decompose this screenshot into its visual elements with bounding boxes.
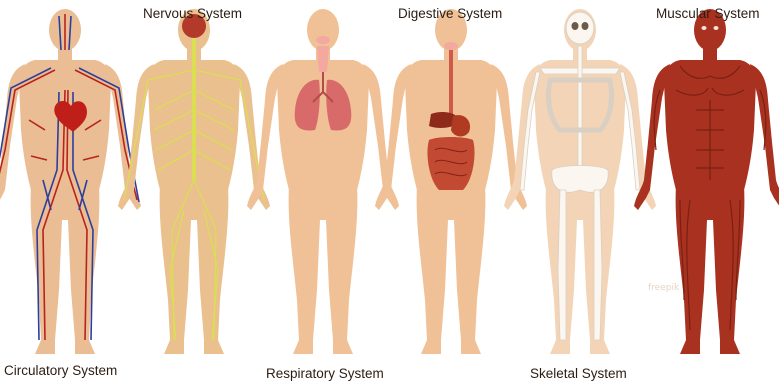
esophagus-icon [449, 50, 453, 114]
circulatory-figure [0, 9, 141, 354]
label-nervous-system: Nervous System [143, 6, 242, 22]
label-digestive-system: Digestive System [398, 6, 502, 22]
skeletal-figure [504, 9, 656, 354]
label-respiratory-system: Respiratory System [266, 366, 384, 382]
digestive-figure [375, 9, 527, 354]
label-skeletal-system: Skeletal System [530, 366, 627, 382]
skull-icon [566, 12, 594, 44]
label-muscular-system: Muscular System [656, 6, 760, 22]
nervous-figure [118, 9, 270, 354]
airway-icon [317, 46, 329, 72]
muscular-figure [634, 9, 779, 354]
label-circulatory-system: Circulatory System [4, 363, 117, 379]
watermark: freepik [648, 283, 679, 293]
intestines-icon [427, 137, 474, 190]
respiratory-figure [247, 9, 399, 354]
